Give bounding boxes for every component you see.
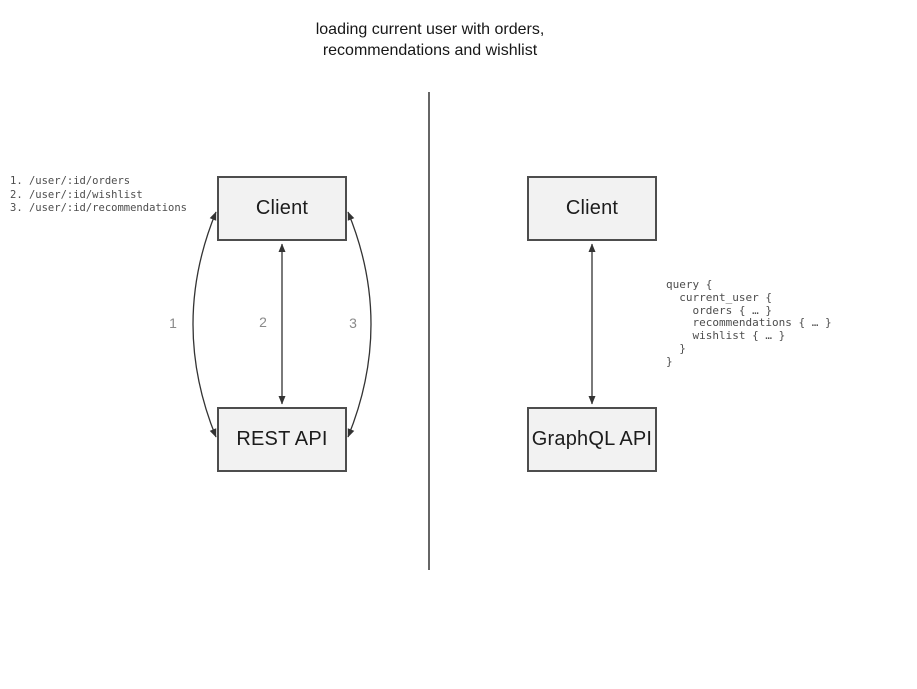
graphql-api-box-label: GraphQL API: [531, 428, 653, 450]
rest-api-box: REST API: [217, 407, 347, 472]
rest-curved-arrow-1: [192, 211, 217, 438]
graphql-api-box: GraphQL API: [527, 407, 657, 472]
diagram-title: loading current user with orders, recomm…: [0, 19, 860, 61]
graphql-client-box: Client: [527, 176, 657, 241]
panel-divider: [428, 92, 430, 570]
graphql-query-code: query { current_user { orders { … } reco…: [666, 278, 832, 368]
rest-arrow-label-3: 3: [349, 315, 357, 331]
title-line-2: recommendations and wishlist: [322, 42, 538, 59]
title-line-1: loading current user with orders,: [315, 21, 545, 38]
rest-client-box-label: Client: [255, 197, 309, 219]
rest-arrow-label-1: 1: [169, 315, 177, 331]
rest-arrow-label-2: 2: [259, 314, 267, 330]
rest-api-box-label: REST API: [236, 428, 328, 450]
rest-endpoint-list: 1. /user/:id/orders 2. /user/:id/wishlis…: [10, 175, 188, 214]
graphql-client-box-label: Client: [565, 197, 619, 219]
rest-client-box: Client: [217, 176, 347, 241]
